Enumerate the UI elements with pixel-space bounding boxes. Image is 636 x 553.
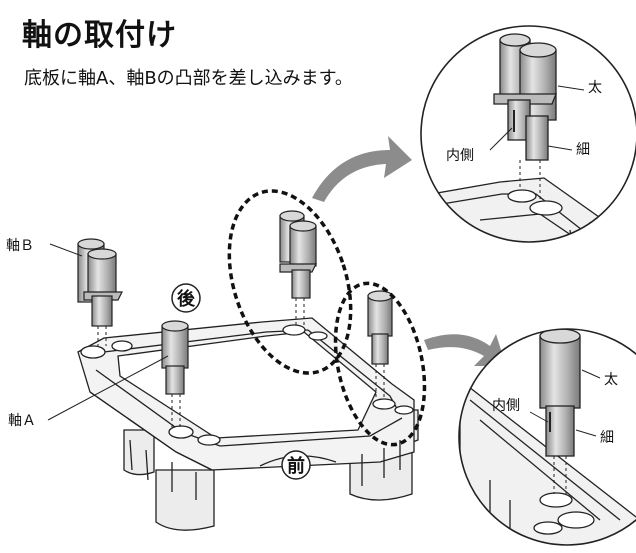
detail-circle-top: 太 細 内側 [420, 25, 636, 243]
page-title: 軸の取付け [22, 18, 177, 53]
axis-b-part [77, 238, 123, 327]
inner-label-top: 内側 [446, 148, 474, 164]
instruction-text: 底板に軸A、軸Bの凸部を差し込みます。 [24, 68, 353, 89]
inner-label-bottom: 内側 [492, 398, 520, 414]
axis-a-label: 軸Ａ [8, 413, 36, 429]
thick-label-bottom: 太 [604, 372, 618, 388]
axis-a-part-right [367, 290, 393, 365]
axis-a-part [161, 320, 189, 395]
highlight-ellipse-center [227, 189, 353, 375]
front-marker: 前 [287, 455, 305, 477]
arrow-to-bottom-detail [424, 334, 506, 366]
thin-label-bottom: 細 [600, 430, 614, 446]
axis-b-label: 軸Ｂ [6, 238, 34, 254]
thin-label-top: 細 [576, 142, 590, 158]
base-tray [77, 317, 419, 531]
axis-b-part-center [279, 210, 317, 299]
thick-label-top: 太 [588, 80, 602, 96]
detail-circle-bottom: 太 細 内側 [458, 328, 636, 546]
back-marker: 後 [177, 288, 196, 310]
arrow-to-top-detail [312, 136, 412, 202]
